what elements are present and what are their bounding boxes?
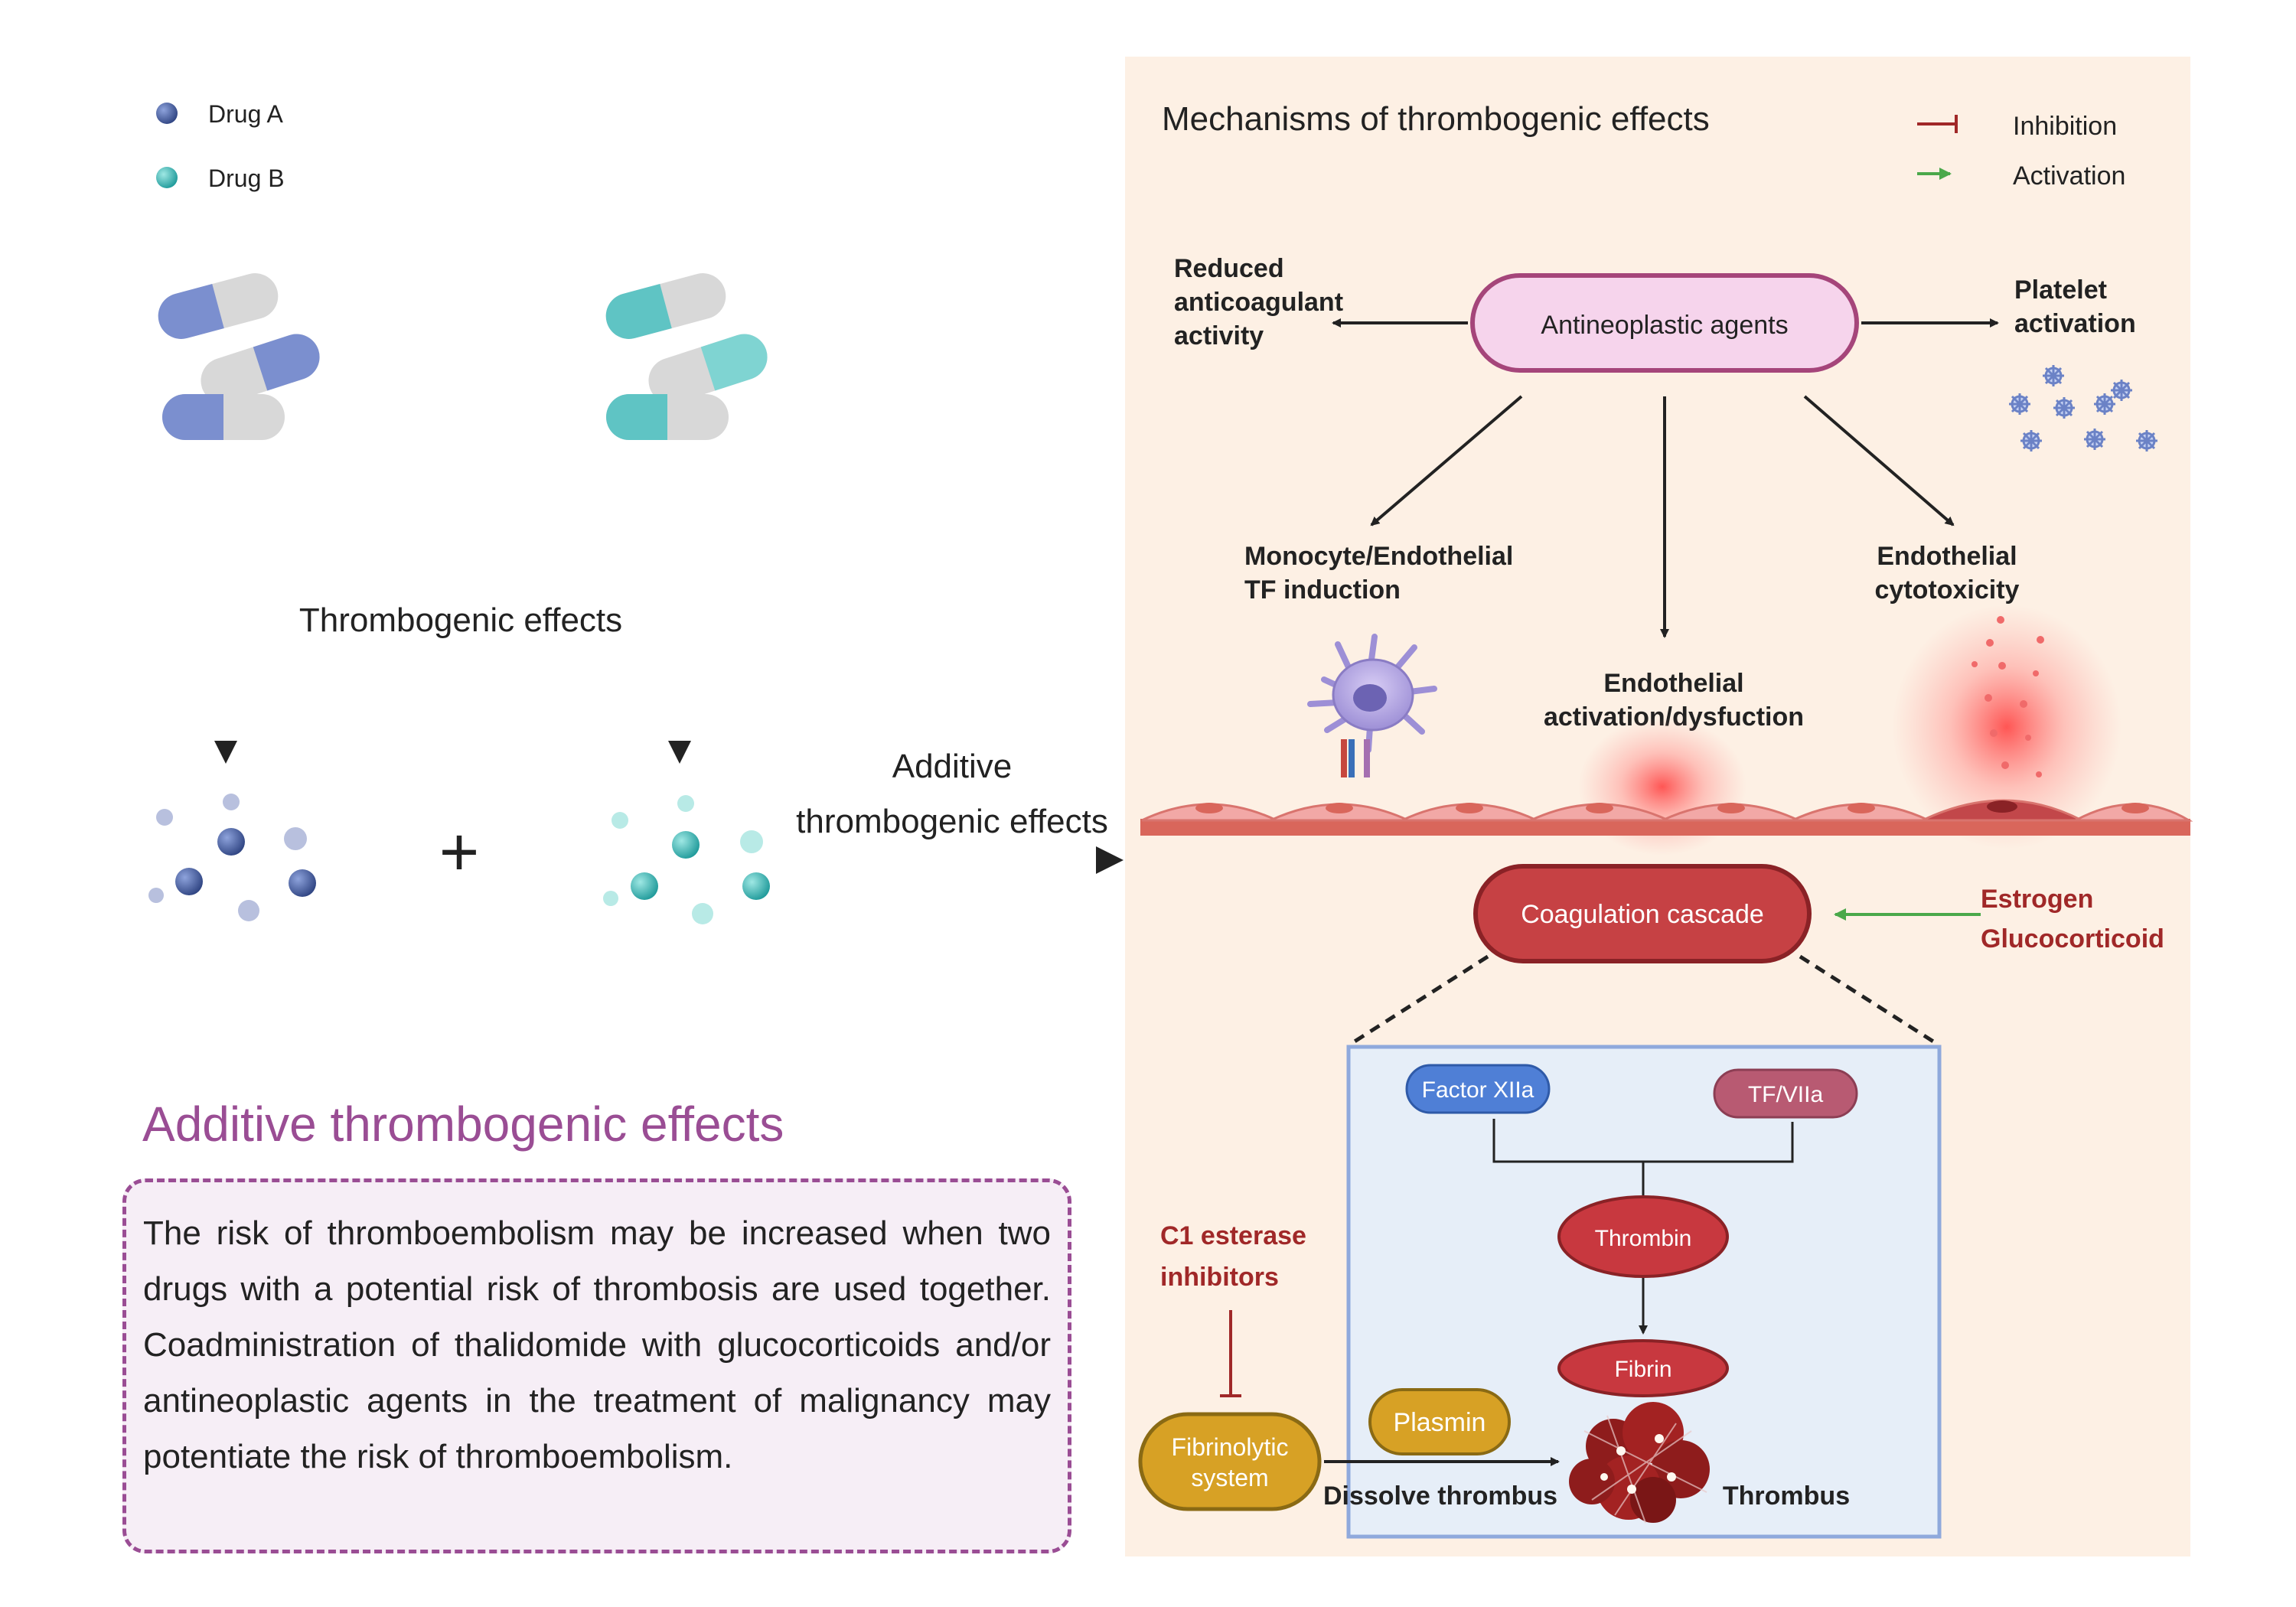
antineoplastic-agents-label: Antineoplastic agents — [1541, 311, 1788, 340]
platelet-label-1: Platelet — [2014, 275, 2107, 305]
drug-a-legend-dot — [156, 103, 178, 124]
coagulation-cascade-node — [1473, 864, 1812, 963]
platelet-label-2: activation — [2014, 309, 2136, 338]
mechanism-title: Mechanisms of thrombogenic effects — [1162, 100, 1710, 138]
additive-arrow-head — [1096, 846, 1124, 874]
monocyte-label-2: TF induction — [1244, 575, 1401, 605]
reduced-label-1: Reduced — [1174, 254, 1284, 283]
c1-esterase-label-2: inhibitors — [1160, 1263, 1279, 1292]
antineoplastic-agents-node — [1470, 273, 1859, 373]
cytotoxicity-glow — [1892, 605, 2122, 849]
drug-b-capsules-icon — [605, 273, 768, 440]
plus-symbol: + — [439, 814, 480, 891]
tf-viia-label: TF/VIIa — [1748, 1082, 1824, 1107]
fibrin-label: Fibrin — [1614, 1357, 1671, 1382]
fibrin-node — [1557, 1339, 1729, 1397]
fibrinolytic-system-node — [1138, 1412, 1322, 1511]
tf-viia-node — [1713, 1068, 1858, 1119]
drug-legend: Drug A Drug B — [156, 100, 285, 192]
drug-b-arrow-head — [668, 741, 691, 764]
platelets-icon — [2009, 365, 2157, 451]
thrombus-icon — [1569, 1402, 1710, 1524]
activation-legend-label: Activation — [2013, 161, 2125, 191]
c1-esterase-label-1: C1 esterase — [1160, 1221, 1306, 1250]
monocyte-cell-icon — [1307, 634, 1437, 777]
endothelial-cytotoxicity-label-2: cytotoxicity — [1875, 575, 2020, 605]
endothelial-cytotoxicity-label-1: Endothelial — [1877, 542, 2017, 571]
drug-b-legend-dot — [156, 167, 178, 188]
mechanism-legend: Inhibition Activation — [1917, 112, 2125, 191]
note-box: The risk of thromboembolism may be incre… — [122, 1178, 1071, 1553]
note-body: The risk of thromboembolism may be incre… — [143, 1214, 1051, 1475]
endothelial-activation-label-1: Endothelial — [1603, 669, 1743, 698]
note-title: Additive thrombogenic effects — [142, 1097, 784, 1152]
factor-merge-connector — [1492, 1119, 1794, 1195]
factor-xiia-label: Factor XIIa — [1422, 1077, 1534, 1103]
arrow-to-monocyte — [1370, 395, 1523, 526]
arrow-to-endothelial-cytotoxicity — [1803, 395, 1955, 526]
monocyte-label-1: Monocyte/Endothelial — [1244, 542, 1513, 571]
fibrinolytic-label-1: Fibrinolytic — [1172, 1433, 1289, 1461]
drug-a-capsules-icon — [158, 273, 320, 440]
fibrinolytic-label-2: system — [1191, 1464, 1268, 1491]
drug-a-particles — [148, 794, 316, 921]
thrombin-label: Thrombin — [1595, 1226, 1692, 1251]
zoom-line-left — [1347, 954, 1489, 1048]
drug-b-particles — [603, 795, 770, 924]
thrombin-node — [1557, 1195, 1729, 1278]
estrogen-label: Estrogen — [1981, 885, 2093, 914]
factor-xiia-node — [1405, 1064, 1551, 1114]
drug-b-label: Drug B — [208, 165, 285, 192]
dissolve-thrombus-label: Dissolve thrombus — [1323, 1482, 1557, 1511]
reduced-label-2: anticoagulant — [1174, 288, 1343, 317]
inhibition-legend-label: Inhibition — [2013, 112, 2117, 141]
endothelium-layer — [1140, 799, 2193, 836]
additive-label-line2: thrombogenic effects — [796, 803, 1108, 840]
thrombogenic-effects-label: Thrombogenic effects — [299, 601, 622, 639]
reduced-label-3: activity — [1174, 321, 1264, 350]
plasmin-node — [1368, 1388, 1511, 1455]
drug-a-arrow-head — [214, 741, 237, 764]
thrombus-label: Thrombus — [1723, 1482, 1850, 1511]
drug-a-label: Drug A — [208, 100, 283, 128]
cytotoxicity-particles — [1971, 616, 2044, 777]
plasmin-label: Plasmin — [1394, 1408, 1486, 1437]
glucocorticoid-label: Glucocorticoid — [1981, 924, 2164, 953]
additive-label-line1: Additive — [892, 748, 1013, 785]
zoom-line-right — [1799, 954, 1941, 1048]
coagulation-cascade-label: Coagulation cascade — [1521, 900, 1764, 929]
